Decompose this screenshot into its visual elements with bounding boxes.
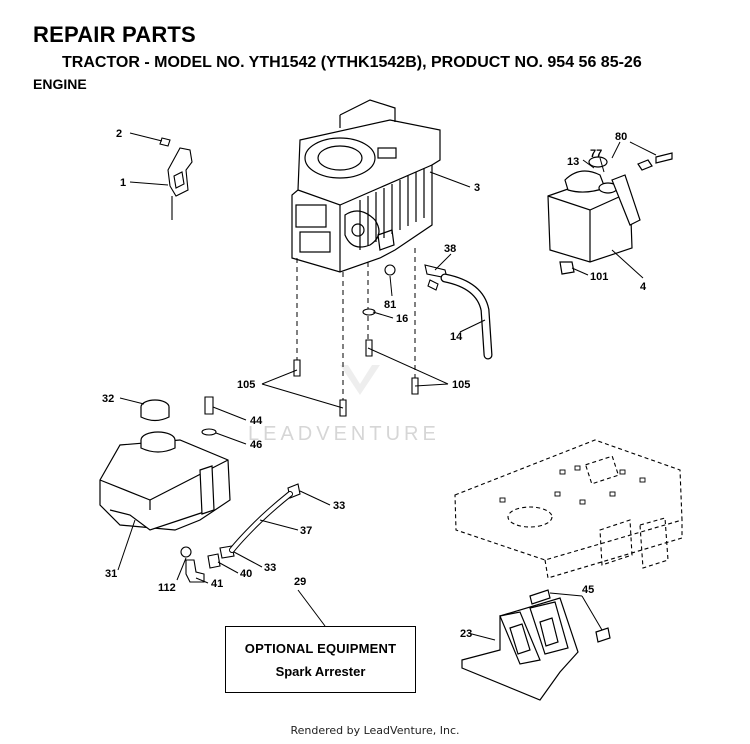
fuel-tank-drawing[interactable]	[99, 399, 231, 531]
callout-labels: 2 1 3 80 77 13 101 4 38 81 16 14 105 105…	[102, 128, 647, 640]
footer-credit: Rendered by LeadVenture, Inc.	[290, 724, 460, 737]
callout-105-right: 105	[452, 379, 470, 391]
callout-13: 13	[567, 156, 579, 168]
callout-14: 14	[450, 331, 463, 343]
optional-equipment-title: OPTIONAL EQUIPMENT	[244, 641, 397, 656]
callout-4: 4	[640, 281, 647, 293]
callout-16: 16	[396, 313, 408, 325]
callout-31: 31	[105, 568, 117, 580]
callout-45: 45	[582, 584, 594, 596]
callout-80: 80	[615, 131, 627, 143]
callout-3: 3	[474, 182, 480, 194]
callout-29: 29	[294, 576, 306, 588]
spark-arrester-label: Spark Arrester	[275, 664, 366, 679]
optional-equipment-box: OPTIONAL EQUIPMENT Spark Arrester	[225, 626, 416, 693]
callout-41: 41	[211, 578, 223, 590]
leader-lines	[117, 132, 657, 641]
watermark-logo	[340, 365, 380, 395]
callout-112: 112	[158, 582, 176, 594]
callout-2: 2	[116, 128, 122, 140]
callout-37: 37	[300, 525, 312, 537]
engine-drawing[interactable]	[291, 99, 441, 273]
watermark-text: LEADVENTURE	[248, 423, 440, 445]
section-label: ENGINE	[33, 76, 87, 92]
callout-81: 81	[384, 299, 396, 311]
callout-46: 46	[250, 439, 262, 451]
callout-33-upper: 33	[333, 500, 345, 512]
callout-40: 40	[240, 568, 252, 580]
muffler-drawing[interactable]	[547, 152, 673, 275]
engine-alignment-lines	[296, 248, 416, 400]
callout-44: 44	[250, 415, 263, 427]
page-subtitle: TRACTOR - MODEL NO. YTH1542 (YTHK1542B),…	[62, 54, 642, 71]
tractor-frame-outline	[454, 439, 683, 579]
callout-101: 101	[590, 271, 608, 283]
callout-1: 1	[120, 177, 126, 189]
throttle-bracket[interactable]	[159, 137, 193, 220]
fuel-line[interactable]	[440, 273, 493, 360]
page-title: REPAIR PARTS	[33, 22, 196, 47]
callout-33-lower: 33	[264, 562, 276, 574]
engine-small-parts[interactable]	[362, 264, 448, 316]
heat-shield-drawing[interactable]	[461, 589, 611, 701]
callout-77: 77	[590, 148, 602, 160]
callout-38: 38	[444, 243, 456, 255]
callout-105-left: 105	[237, 379, 255, 391]
callout-32: 32	[102, 393, 114, 405]
callout-23: 23	[460, 628, 472, 640]
fuel-small-parts[interactable]	[180, 396, 301, 583]
frame-holes	[499, 465, 646, 505]
